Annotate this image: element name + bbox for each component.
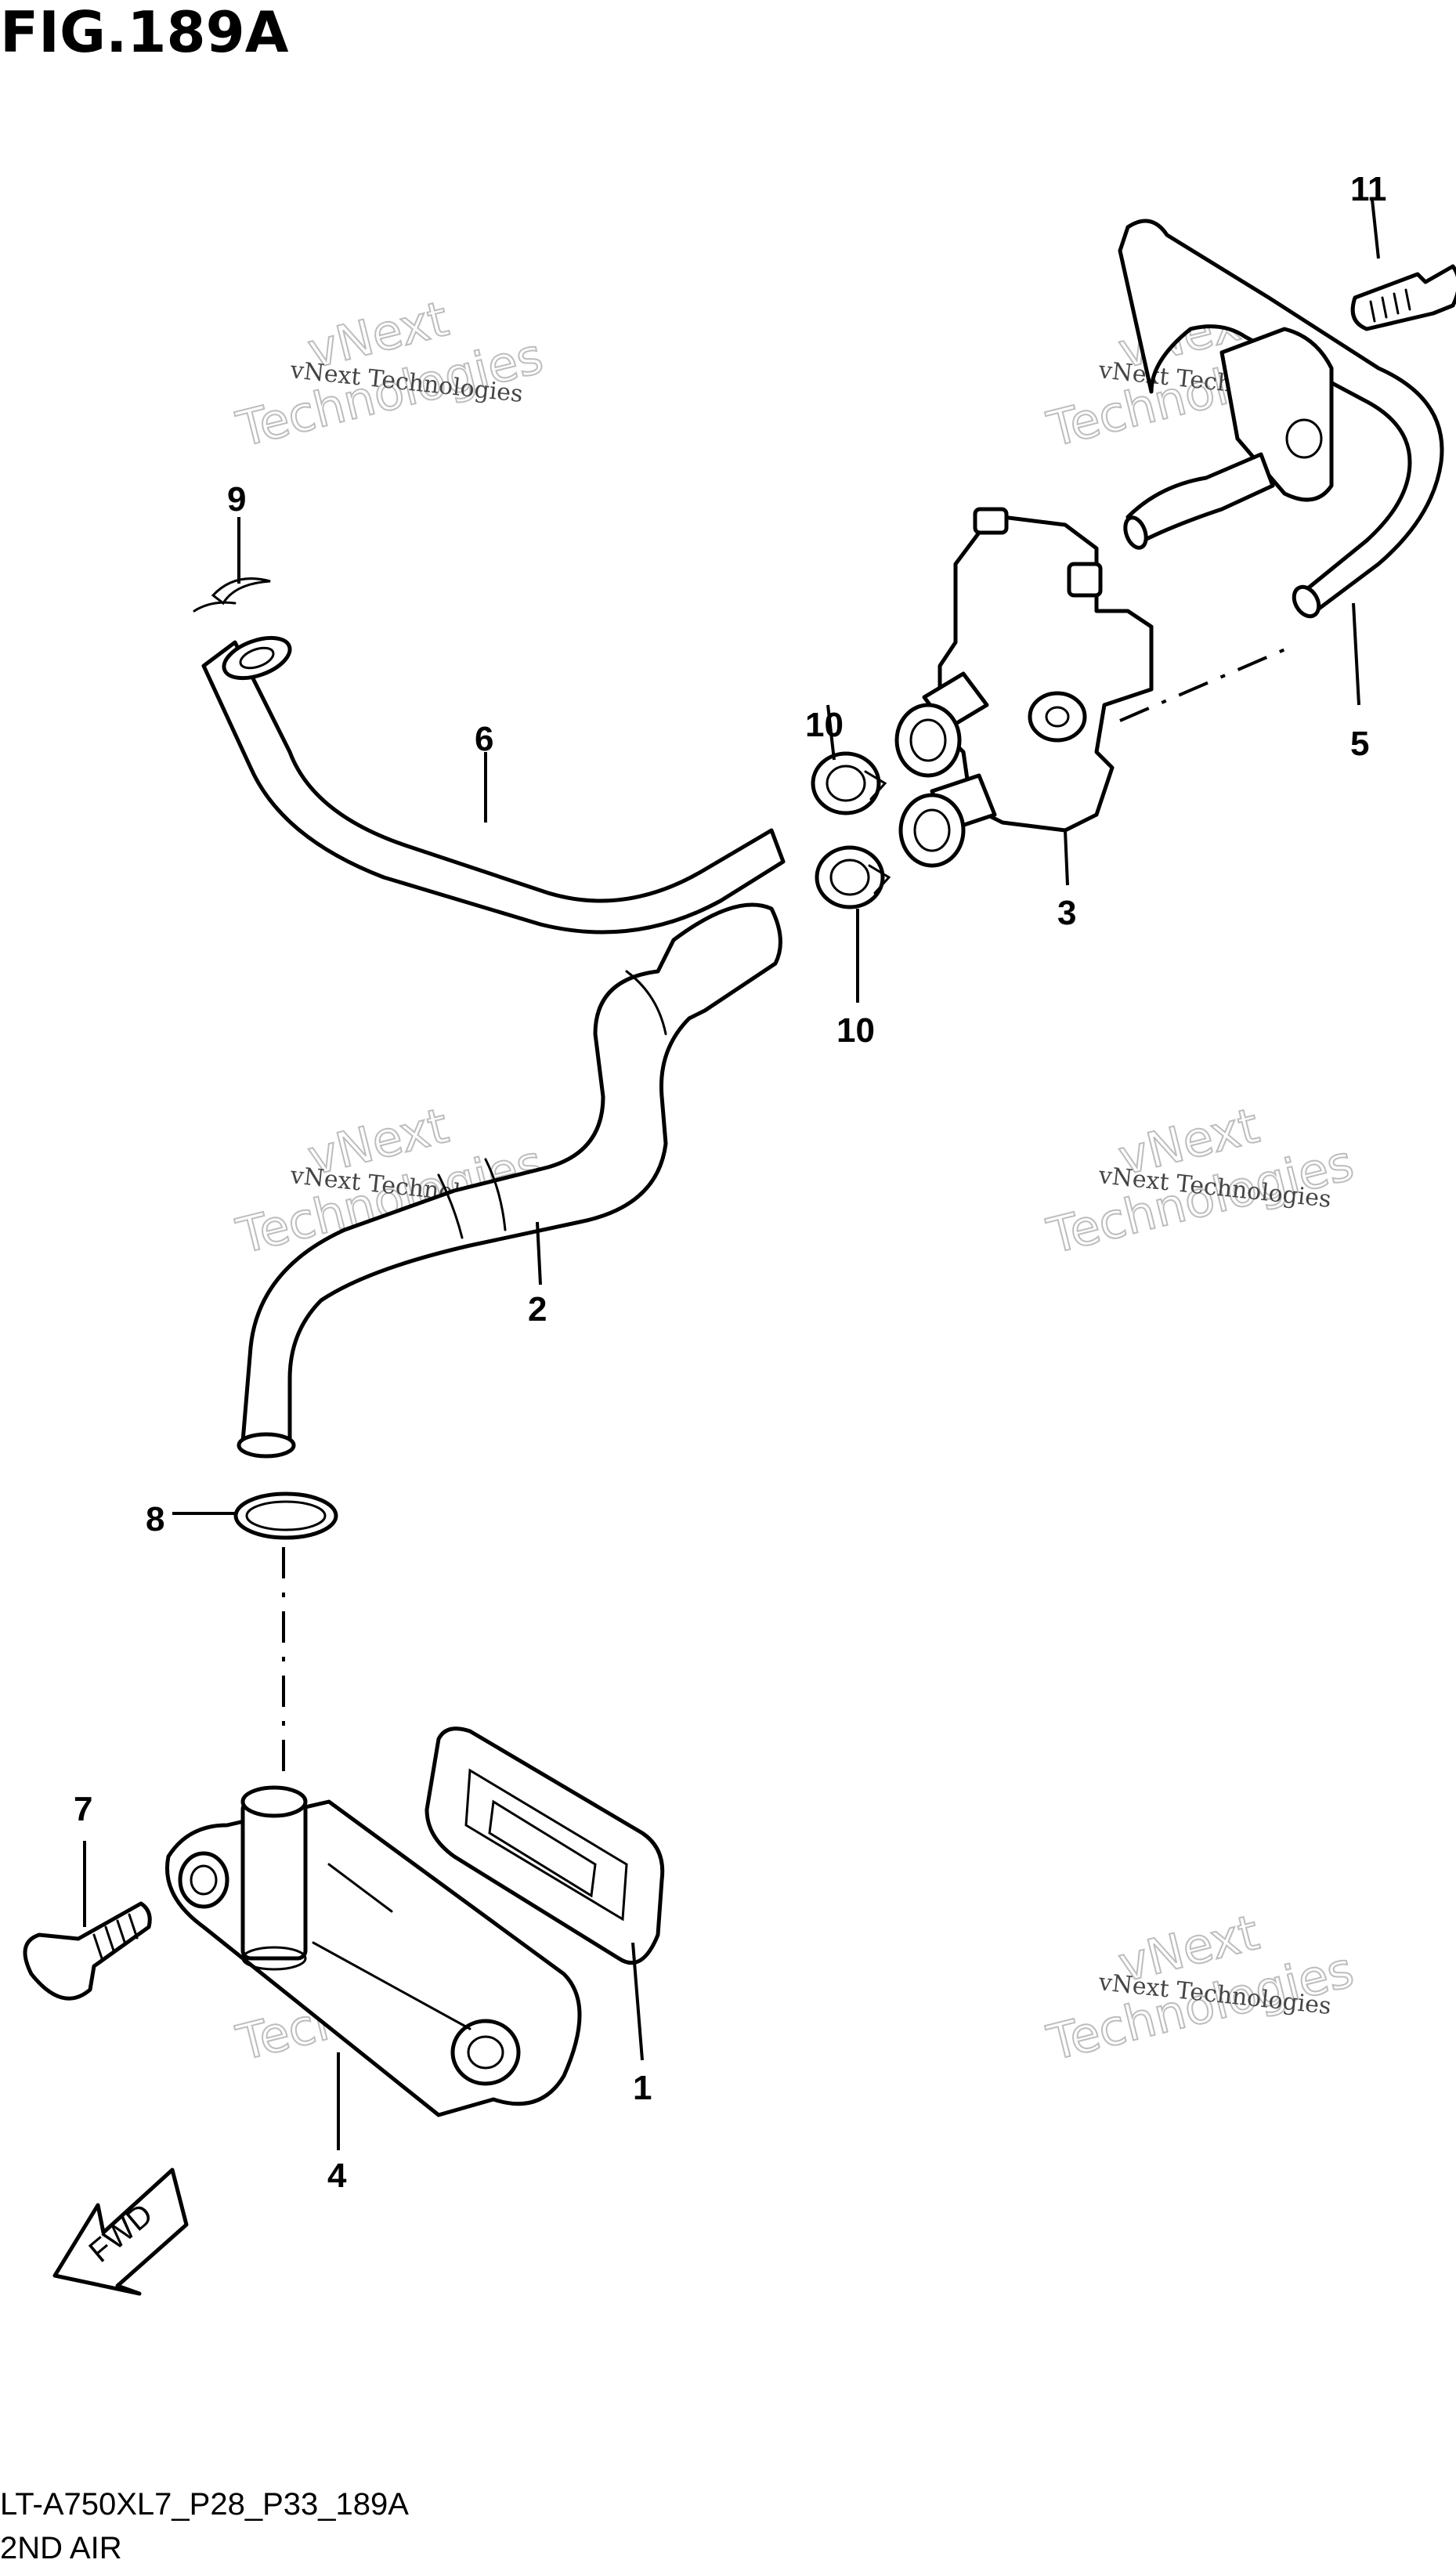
bolt-part-7 — [23, 1901, 152, 2001]
forward-arrow-icon: FWD — [52, 2167, 189, 2296]
callout-7: 7 — [74, 1790, 92, 1828]
pipe-part-5 — [1118, 219, 1444, 722]
watermark-6: vNext Technologies vNext Technologies — [1041, 1903, 1360, 2073]
figure-title: FIG.189A — [0, 0, 289, 65]
callout-8: 8 — [146, 1500, 164, 1538]
clip-part-9 — [193, 577, 271, 613]
watermark-1: vNext Technologies vNext Technologies — [230, 289, 549, 459]
callout-4: 4 — [327, 2157, 347, 2195]
callout-10-lower: 10 — [836, 1011, 875, 1050]
figure-code: LT-A750XL7_P28_P33_189A — [0, 2487, 409, 2522]
hose-part-2 — [237, 902, 782, 1459]
housing-part-4 — [165, 1785, 582, 2117]
ring-part-8 — [233, 1491, 338, 1540]
clamp-part-10-lower — [815, 845, 891, 909]
watermark-group: vNext Technologies vNext Technologies vN… — [230, 289, 1360, 2073]
leader-lines — [83, 199, 1380, 2150]
callout-5: 5 — [1350, 725, 1369, 763]
callout-11: 11 — [1350, 170, 1387, 208]
callout-9: 9 — [227, 480, 246, 519]
valve-part-3 — [894, 507, 1154, 868]
hose-part-6 — [201, 635, 786, 935]
clamp-part-10-upper — [811, 751, 887, 815]
bolt-part-11 — [1350, 264, 1456, 331]
watermark-4: vNext Technologies vNext Technologies — [1041, 1096, 1360, 1266]
callout-1: 1 — [633, 2069, 652, 2107]
callout-6: 6 — [475, 720, 493, 758]
gasket-part-1 — [425, 1726, 665, 1965]
callout-10-upper: 10 — [805, 706, 844, 744]
callouts: 1 2 3 4 5 6 7 8 9 10 10 11 — [74, 170, 1387, 2195]
figure-subtitle: 2ND AIR — [0, 2531, 122, 2565]
callout-3: 3 — [1057, 894, 1076, 932]
callout-2: 2 — [528, 1290, 547, 1329]
